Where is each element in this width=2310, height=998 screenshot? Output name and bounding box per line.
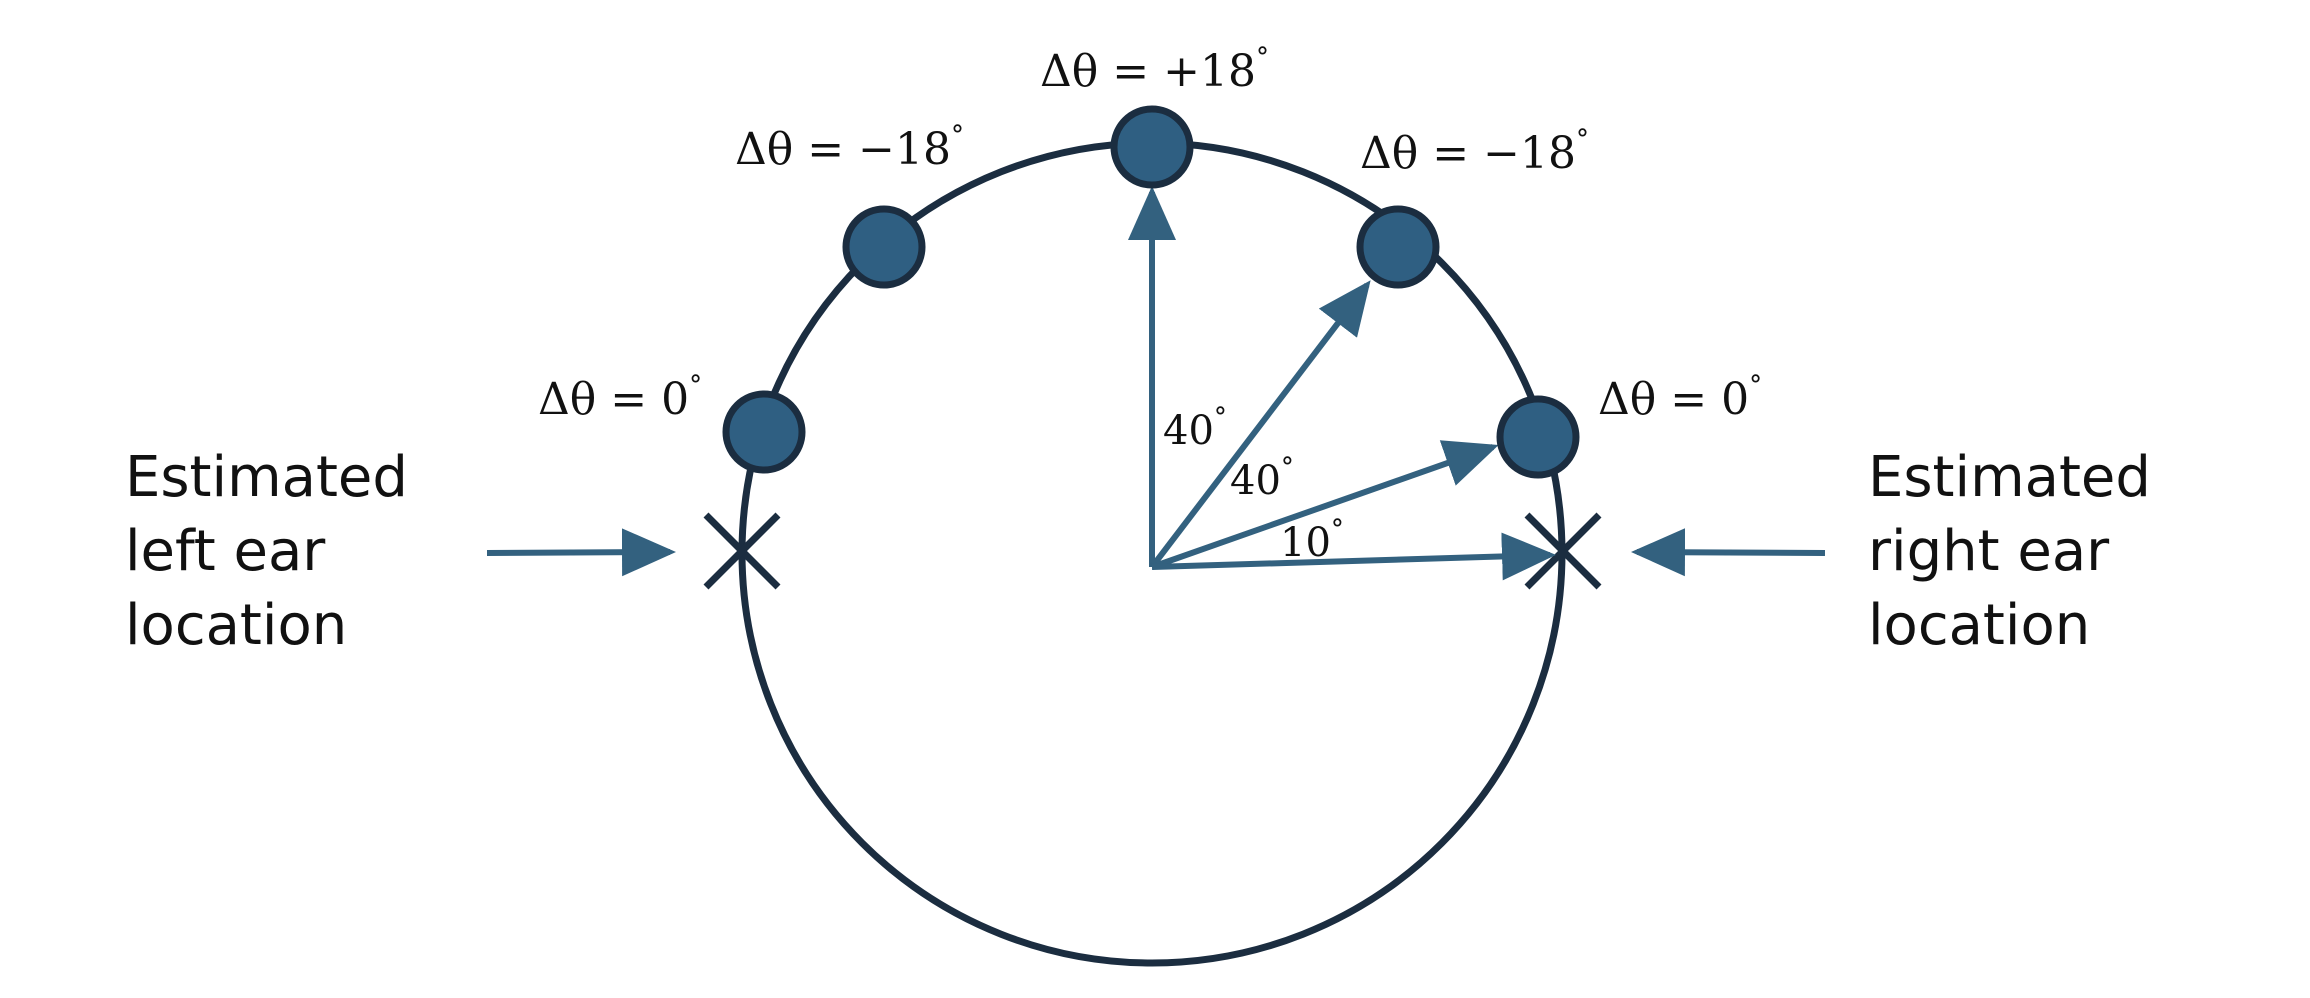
- marker-top: [1110, 105, 1194, 189]
- angle-label-2: 40°: [1230, 453, 1294, 504]
- label-top: Δθ = +18°: [1040, 43, 1269, 97]
- left-ear-pointer-arrow: [486, 528, 676, 577]
- vector-upper-right: [1149, 280, 1371, 569]
- marker-left: [722, 390, 806, 474]
- label-left: Δθ = 0°: [538, 371, 702, 425]
- label-right: Δθ = 0°: [1598, 371, 1762, 425]
- angle-label-1: 40°: [1163, 403, 1227, 454]
- label-upper-right: Δθ = −18°: [1360, 125, 1589, 179]
- right-ear-label: Estimated right ear location: [1868, 445, 2169, 658]
- left-ear-label: Estimated left ear location: [125, 445, 426, 658]
- marker-upper-left: [842, 205, 926, 289]
- vector-right-speaker: [1151, 440, 1499, 570]
- left-ear-cross-icon: [703, 512, 781, 590]
- marker-right: [1496, 395, 1580, 479]
- angle-label-3: 10°: [1280, 515, 1344, 566]
- vector-right-ear: [1151, 532, 1556, 581]
- label-upper-left: Δθ = −18°: [735, 121, 964, 175]
- marker-upper-right: [1356, 205, 1440, 289]
- right-ear-pointer-arrow: [1631, 528, 1826, 577]
